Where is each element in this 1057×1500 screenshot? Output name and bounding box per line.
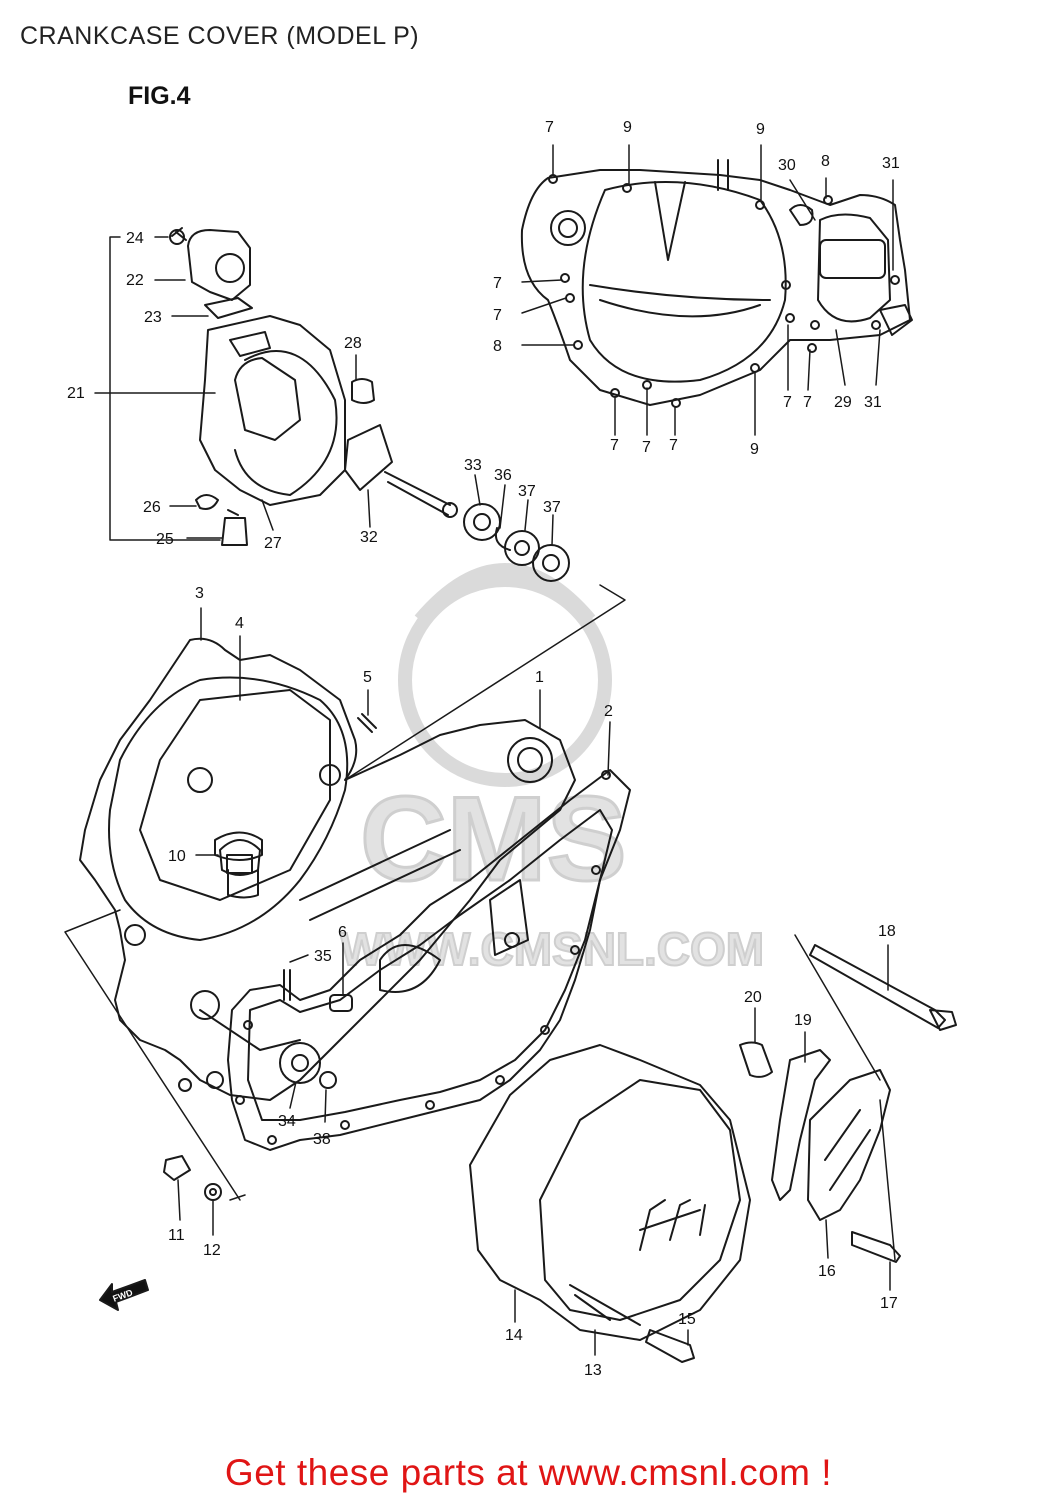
callout-7: 7 [783,394,792,411]
figure-label: FIG.4 [128,82,191,110]
callout-18: 18 [878,923,896,940]
callout-38: 38 [313,1131,331,1148]
callout-7: 7 [493,275,502,292]
callout-31: 31 [882,155,900,172]
callout-24: 24 [126,230,144,247]
crankcase-gasket [227,769,631,1151]
callout-29: 29 [834,394,852,411]
callout-9: 9 [623,119,632,136]
watermark-mascot-head [398,573,612,787]
promo-link[interactable]: Get these parts at www.cmsnl.com ! [224,1452,833,1493]
callout-9: 9 [750,441,759,458]
small-parts [214,713,377,1089]
callout-7: 7 [610,437,619,454]
callout-17: 17 [880,1295,898,1312]
callout-8: 8 [493,338,502,355]
callout-34: 34 [278,1113,296,1130]
leader-lines [64,144,896,1356]
callout-10: 10 [168,848,186,865]
callout-2: 2 [604,703,613,720]
callout-3: 3 [195,585,204,602]
callout-21: 21 [67,385,85,402]
callout-22: 22 [126,272,144,289]
callout-31: 31 [864,394,882,411]
callout-7: 7 [803,394,812,411]
callout-1: 1 [535,669,544,686]
callout-33: 33 [464,457,482,474]
callout-5: 5 [363,669,372,686]
callout-26: 26 [143,499,161,516]
callout-7: 7 [493,307,502,324]
callout-25: 25 [156,531,174,548]
callout-13: 13 [584,1362,602,1379]
callout-15: 15 [678,1311,696,1328]
callout-37: 37 [543,499,561,516]
crankcase-cover [79,637,576,1101]
callout-6: 6 [338,924,347,941]
page-title: CRANKCASE COVER (MODEL P) [20,22,420,50]
callout-labels: 7 9 9 30 8 31 24 22 23 7 7 8 28 21 7 7 2… [67,119,900,1379]
outer-clutch-cover [469,1044,751,1363]
callout-27: 27 [264,535,282,552]
callout-11: 11 [168,1227,185,1244]
watermark-brand-text: CMS [360,772,627,906]
callout-28: 28 [344,335,362,352]
forward-direction-label: FWD [111,1287,134,1304]
clutch-cover-top-view [520,159,913,408]
forward-direction-arrow [99,1279,149,1311]
callout-37: 37 [518,483,536,500]
callout-7: 7 [545,119,554,136]
callout-7: 7 [669,437,678,454]
callout-30: 30 [778,157,796,174]
promo-banner: Get these parts at www.cmsnl.com ! [0,1452,1057,1494]
callout-35: 35 [314,948,332,965]
callout-32: 32 [360,529,378,546]
callout-12: 12 [203,1242,221,1259]
callout-9: 9 [756,121,765,138]
callout-8: 8 [821,153,830,170]
watermark: CMS WWW.CMSNL.COM [339,563,765,976]
callout-14: 14 [505,1327,523,1344]
kick-guard-parts [739,944,957,1263]
callout-4: 4 [235,615,244,632]
callout-19: 19 [794,1012,812,1029]
callout-16: 16 [818,1263,836,1280]
callout-7: 7 [642,439,651,456]
callout-23: 23 [144,309,162,326]
watermark-mascot-hair [414,563,596,625]
callout-36: 36 [494,467,512,484]
watermark-url-text: WWW.CMSNL.COM [340,923,764,975]
callout-20: 20 [744,989,762,1006]
drain-bolt-and-washer [163,1155,222,1201]
